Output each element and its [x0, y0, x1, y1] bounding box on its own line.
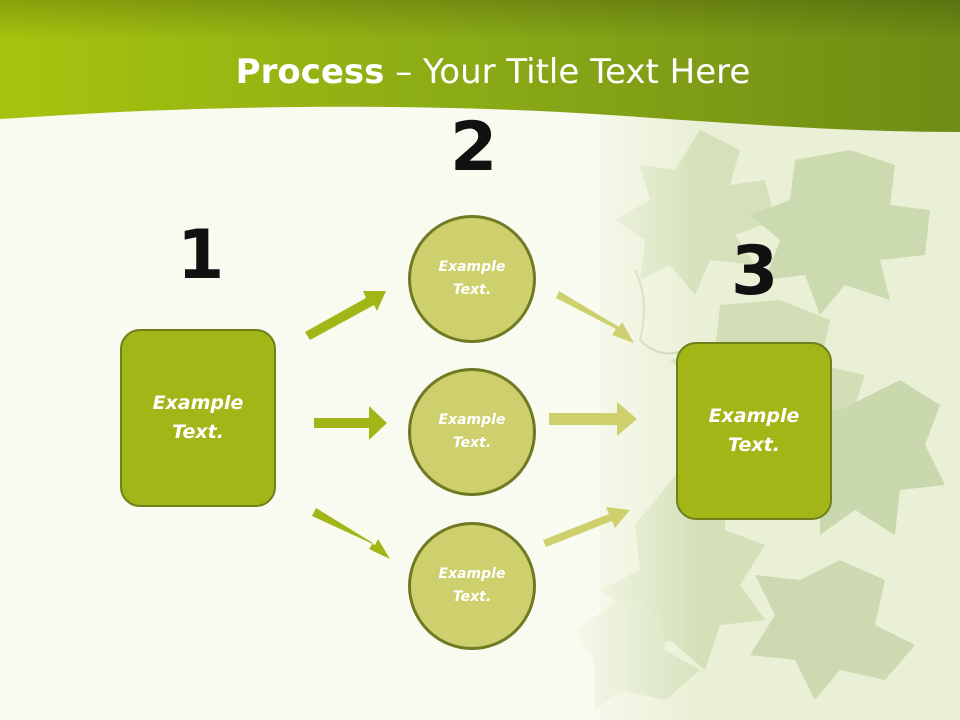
- step-3-text-line1: Example: [708, 405, 800, 427]
- step-1-box: Example Text.: [120, 329, 276, 507]
- step-1-text-line2: Text.: [172, 421, 224, 443]
- circle-top-line1: Example: [438, 259, 506, 275]
- circle-top-line2: Text.: [452, 282, 492, 298]
- circle-bottom: Example Text.: [408, 522, 536, 650]
- step-number-3: 3: [731, 232, 779, 311]
- circle-bottom-line1: Example: [438, 566, 506, 582]
- circle-middle: Example Text.: [408, 368, 536, 496]
- circle-middle-line1: Example: [438, 412, 506, 428]
- title-bold: Process: [235, 52, 385, 92]
- step-3-text-line2: Text.: [728, 434, 780, 456]
- step-3-box: Example Text.: [676, 342, 832, 520]
- circle-top: Example Text.: [408, 215, 536, 343]
- step-number-1: 1: [177, 216, 225, 295]
- title-rest: Your Title Text Here: [423, 52, 751, 92]
- step-1-text-line1: Example: [152, 392, 244, 414]
- circle-middle-line2: Text.: [452, 435, 492, 451]
- title-dash: –: [384, 52, 424, 92]
- slide-title: Process – Your Title Text Here: [0, 52, 960, 92]
- circle-bottom-line2: Text.: [452, 589, 492, 605]
- step-number-2: 2: [450, 108, 498, 187]
